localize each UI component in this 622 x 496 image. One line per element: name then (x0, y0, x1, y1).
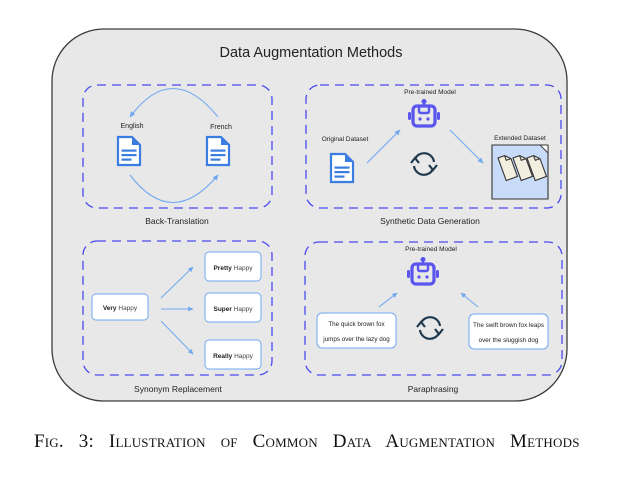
arrow-left-to-model (378, 292, 398, 308)
synonym-card-really (204, 339, 262, 370)
back-translation-label: Back-Translation (145, 216, 209, 226)
panel-synonym-replacement: Very Happy Pretty Happy Super Happy Real… (82, 240, 273, 394)
original-sentence-line-1: The quick brown fox (328, 321, 385, 328)
figure-caption: Fig. 3: Illustration of Common Data Augm… (34, 431, 580, 452)
data-augmentation-diagram: Data Augmentation Methods English French… (51, 28, 568, 402)
synthetic-generation-border (305, 84, 562, 209)
arrow-dataset-to-model (366, 129, 401, 164)
french-document-icon (205, 135, 231, 167)
pretrained-model-label: Pre-trained Model (404, 89, 456, 96)
paraphrased-sentence-line-1: The swift brown fox leaps (473, 322, 544, 329)
arrow-model-to-extended (449, 129, 484, 164)
paraphrasing-border (304, 241, 563, 376)
paraphrasing-model-label: Pre-trained Model (405, 246, 457, 253)
paraphrased-sentence-card (468, 313, 549, 350)
original-dataset-document-icon (329, 152, 355, 184)
synonym-text-really: Really Happy (213, 353, 254, 360)
english-document-icon (116, 135, 142, 167)
paraphrased-sentence-line-2: over the sluggish dog (479, 337, 539, 344)
original-sentence-line-2: jumps over the lazy dog (322, 336, 390, 343)
original-sentence-card (316, 312, 397, 349)
panel-synthetic-data-generation: Pre-trained Model Original Dataset Exten… (305, 84, 562, 226)
panel-paraphrasing: Pre-trained Model The quick brown fox ju… (304, 241, 563, 394)
synonym-card-pretty (204, 251, 262, 282)
extended-dataset-icon (491, 144, 549, 200)
panel-back-translation: English French Back-Translation (82, 84, 273, 226)
outer-frame (51, 28, 568, 402)
paraphrasing-label: Paraphrasing (408, 384, 459, 394)
back-translation-border (82, 84, 273, 209)
synonym-card-super (204, 292, 262, 323)
source-language-label: English (121, 123, 144, 130)
arrow-english-to-french (129, 174, 219, 204)
synthetic-generation-label: Synthetic Data Generation (380, 216, 480, 226)
source-word-text: Very Happy (103, 305, 138, 312)
target-language-label: French (210, 124, 232, 131)
arrow-french-to-english (129, 87, 219, 118)
synonym-replacement-label: Synonym Replacement (134, 384, 223, 394)
arrow-to-really (160, 320, 194, 355)
synonym-text-super: Super Happy (213, 306, 253, 313)
arrow-right-to-model (460, 292, 479, 308)
source-word-card (91, 293, 149, 321)
extended-dataset-label: Extended Dataset (494, 135, 546, 142)
diagram-title: Data Augmentation Methods (220, 45, 403, 61)
synonym-replacement-border (82, 240, 273, 376)
synonym-text-pretty: Pretty Happy (213, 265, 253, 272)
original-dataset-label: Original Dataset (322, 136, 369, 143)
arrow-to-pretty (160, 266, 194, 299)
